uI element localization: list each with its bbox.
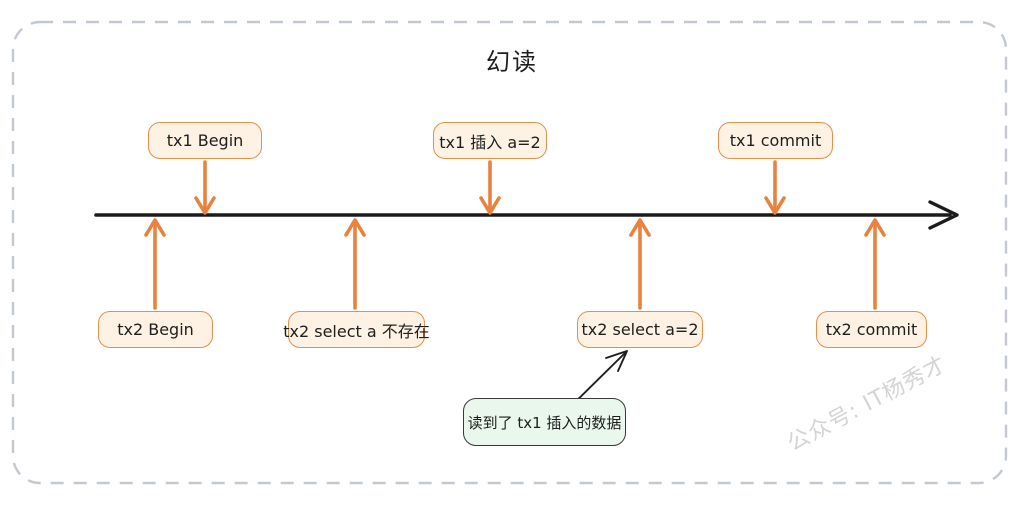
event-box-tx2-commit: tx2 commit [816, 311, 927, 348]
event-box-tx2-select-a2: tx2 select a=2 [577, 311, 703, 348]
event-box-tx1-insert: tx1 插入 a=2 [433, 122, 547, 159]
note-box: 读到了 tx1 插入的数据 [463, 398, 626, 446]
arrow-up-tx2-commit [864, 218, 886, 310]
arrow-up-tx2-select-none [344, 218, 366, 310]
diagram-title: 幻读 [486, 48, 538, 76]
arrow-down-tx1-begin [194, 160, 216, 215]
event-box-tx1-commit: tx1 commit [718, 122, 833, 159]
event-box-tx1-begin: tx1 Begin [148, 122, 262, 159]
event-box-tx2-select-none: tx2 select a 不存在 [283, 311, 430, 348]
arrow-down-tx1-commit [764, 160, 786, 215]
arrow-up-tx2-begin [144, 218, 166, 310]
arrow-down-tx1-insert [479, 160, 501, 215]
arrow-up-tx2-select-a2 [629, 218, 651, 310]
timeline-arrowhead-icon [928, 200, 959, 230]
dashed-border [11, 20, 1008, 485]
event-box-tx2-begin: tx2 Begin [98, 311, 213, 348]
